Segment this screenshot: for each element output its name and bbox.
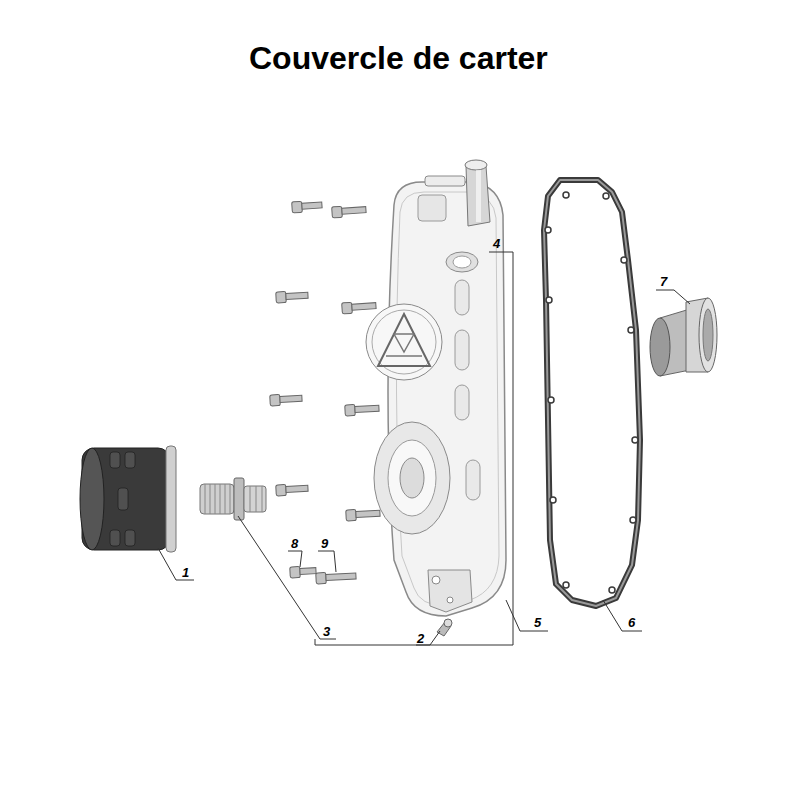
- bolts: [270, 200, 381, 584]
- diagram-title: Couvercle de carter: [249, 40, 548, 77]
- crankcase-cover: [366, 176, 506, 616]
- callout-number: 8: [291, 536, 298, 551]
- callout-number: 4: [493, 236, 500, 251]
- callout-number: 5: [534, 615, 541, 630]
- callout-number: 3: [323, 624, 330, 639]
- leader-lines: [158, 252, 690, 645]
- callout-number: 7: [660, 274, 667, 289]
- callout-number: 9: [321, 536, 328, 551]
- tube: [465, 160, 490, 226]
- callout-number: 2: [417, 631, 424, 646]
- threaded-fitting: [200, 478, 266, 520]
- callout-number: 6: [628, 615, 635, 630]
- plug: [437, 619, 452, 636]
- oil-filter: [80, 446, 176, 552]
- gasket: [544, 180, 640, 606]
- ring: [650, 298, 717, 376]
- callout-number: 1: [182, 565, 189, 580]
